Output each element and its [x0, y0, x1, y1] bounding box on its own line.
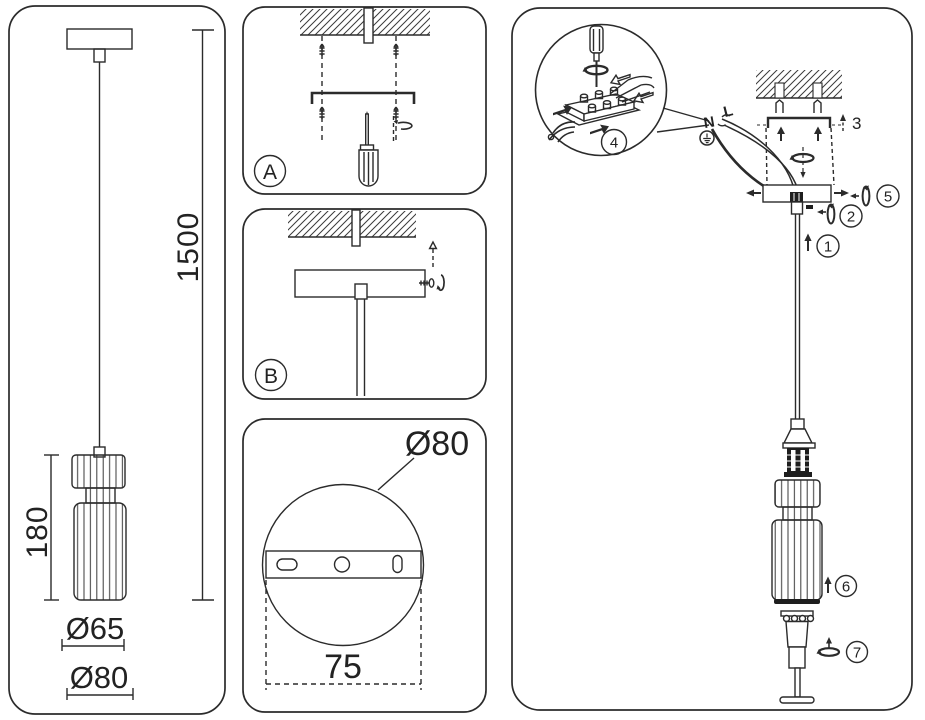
terminal-screws: [579, 86, 627, 113]
wiring-detail-circle: 4: [534, 23, 710, 157]
screwdriver-icon: [358, 111, 379, 187]
step-3-arrow: 3: [840, 114, 861, 133]
leader-line: [656, 124, 710, 133]
cord-grip: [93, 48, 106, 63]
rotation-arrow-icon: [789, 147, 815, 178]
dim-label-d80: Ø80: [70, 660, 129, 695]
screw-up-arrow-icon: [777, 126, 822, 141]
slot-hole: [392, 554, 403, 574]
wall-anchor-icon: [775, 99, 822, 113]
suspension-rod: [356, 299, 366, 396]
dim-label-180: 180: [21, 505, 54, 558]
mounting-bracket: [310, 91, 416, 104]
lamp-shade: [71, 454, 127, 601]
panel-side-view: 1500 180 Ø65 Ø80: [8, 5, 226, 715]
suspension-wire: [794, 214, 801, 419]
panel-step-a: A: [242, 6, 487, 195]
set-screw-icon: [419, 278, 435, 288]
step-4-badge: 4: [600, 128, 628, 156]
panel-border: [242, 208, 487, 400]
cord-grip: [354, 283, 368, 300]
guide-line: [830, 127, 835, 186]
screw-icon: [393, 43, 399, 56]
step-3-number: 3: [852, 114, 861, 133]
step-1-feed-wire: 1: [804, 233, 840, 258]
rotation-arrow-icon: [436, 274, 445, 292]
slot-hole: [276, 558, 298, 571]
mounting-bracket: [766, 116, 832, 128]
step-7-screw-bulb: 7: [816, 637, 869, 664]
step-1-number: 1: [824, 239, 832, 256]
lamp-socket: [782, 418, 816, 477]
step-2-grip-screw: 2: [806, 203, 863, 228]
panel-assembly: 4 N L: [511, 7, 913, 711]
step-6-number: 6: [842, 579, 850, 596]
ground-icon: [699, 130, 715, 146]
ceiling-pipe: [363, 7, 374, 44]
neutral-wire-label: N: [702, 113, 716, 132]
dimension-shade-height: 180: [21, 454, 59, 601]
step-5-number: 5: [884, 189, 892, 206]
mounting-plate-circle: [261, 483, 425, 647]
panel-step-b: B: [242, 208, 487, 400]
screwdriver-icon: [589, 25, 604, 87]
panel-border: [8, 5, 226, 715]
step-5-lock-screw: 5: [850, 184, 900, 208]
step-7-number: 7: [853, 645, 861, 662]
leader-line: [662, 107, 710, 122]
leader-line: [377, 457, 415, 491]
bulb: [779, 610, 815, 704]
dim-label-1500: 1500: [172, 212, 205, 283]
dimension-canopy-diameter: Ø80: [66, 660, 134, 700]
insert-arrow-icon: [553, 105, 609, 135]
lamp-shade: [771, 479, 823, 604]
rotation-arrow-icon: [582, 64, 609, 76]
panel-mounting-plate: Ø80 75: [242, 418, 487, 713]
step-2-number: 2: [847, 209, 855, 226]
wire-leads: [609, 75, 655, 103]
dim-label-d65: Ø65: [66, 611, 125, 646]
guide-line: [765, 127, 768, 186]
dim-label-75: 75: [324, 648, 362, 686]
dimension-shade-diameter: Ø65: [61, 611, 125, 651]
live-wire-label: L: [722, 102, 735, 121]
up-arrow-icon: [428, 240, 438, 267]
step-b-badge: B: [254, 358, 288, 392]
panel-border: [242, 6, 487, 195]
screw-icon: [319, 43, 325, 56]
step-a-label: A: [263, 161, 277, 184]
screw-icon: [393, 106, 399, 119]
step-b-label: B: [264, 365, 278, 388]
dimension-overall-height: 1500: [172, 29, 214, 601]
step-4-number: 4: [610, 135, 618, 152]
step-6-raise-shade: 6: [824, 574, 858, 598]
ceiling-pipe: [351, 209, 361, 247]
screw-icon: [319, 106, 325, 119]
rotation-arrow-icon: [392, 116, 413, 141]
center-hole: [333, 556, 351, 573]
plate-diameter-label: Ø80: [405, 425, 469, 463]
spread-arrows: [746, 189, 849, 197]
dimension-slot-spacing: 75: [265, 580, 422, 690]
panel-border: [242, 418, 487, 713]
step-a-badge: A: [253, 154, 287, 188]
panel-border: [511, 7, 913, 711]
canopy: [66, 28, 133, 50]
cord-grip: [790, 192, 804, 215]
ceiling-hatch: [756, 70, 842, 99]
stripped-wires: [547, 121, 576, 143]
